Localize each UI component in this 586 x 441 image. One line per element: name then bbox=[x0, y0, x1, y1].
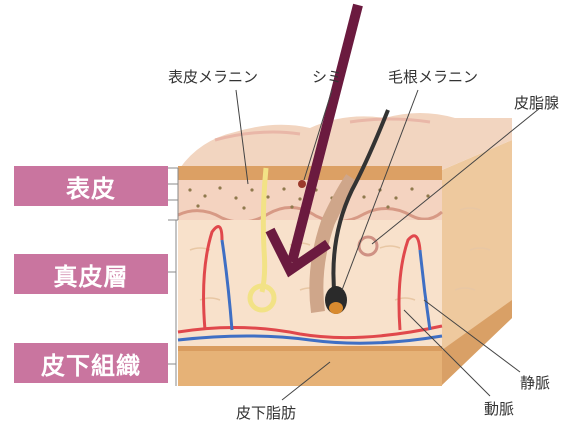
side-fat-face bbox=[442, 300, 512, 385]
leader-lines bbox=[235, 89, 541, 401]
skin-surface-top bbox=[180, 113, 512, 172]
hair-follicle-sheath bbox=[309, 174, 358, 313]
label-subcutaneous-fat: 皮下脂肪 bbox=[236, 404, 297, 422]
layer-tag-subcutaneous: 皮下組織 bbox=[14, 343, 168, 383]
leader-sebaceous-gland bbox=[371, 107, 541, 245]
layer-tag-epidermis-label: 表皮 bbox=[66, 174, 116, 203]
layer-brackets bbox=[168, 167, 179, 386]
label-spot: シミ bbox=[312, 68, 343, 86]
uv-arrow-shaft bbox=[287, 3, 363, 264]
leader-vein bbox=[423, 299, 521, 373]
hair-papilla bbox=[329, 302, 343, 314]
fat-layer bbox=[178, 348, 442, 386]
uv-arrow-head bbox=[265, 227, 331, 278]
skin-top-highlight bbox=[214, 117, 431, 142]
layer-tag-epidermis: 表皮 bbox=[14, 166, 168, 206]
label-artery: 動脈 bbox=[484, 400, 515, 418]
hair-shaft bbox=[331, 109, 390, 301]
layer-tag-dermis: 真皮層 bbox=[14, 254, 168, 294]
leader-subcutaneous-fat bbox=[281, 361, 331, 401]
sweat-gland-coil bbox=[247, 283, 277, 313]
layer-tag-subcutaneous-label: 皮下組織 bbox=[41, 351, 141, 380]
label-vein: 静脈 bbox=[520, 374, 551, 392]
leader-spot bbox=[303, 89, 333, 181]
label-epidermal-melanin: 表皮メラニン bbox=[168, 68, 259, 86]
collagen-fibers bbox=[189, 207, 491, 301]
label-hair-melanin: 毛根メラニン bbox=[388, 68, 479, 86]
leader-epidermal-melanin bbox=[235, 89, 249, 185]
leader-artery bbox=[403, 309, 491, 397]
layer-tag-dermis-label: 真皮層 bbox=[53, 262, 129, 291]
artery-network bbox=[177, 324, 443, 340]
capillary-loop-left bbox=[202, 225, 234, 331]
vein-network bbox=[177, 334, 443, 345]
leader-hair-melanin bbox=[341, 89, 419, 291]
fat-layer-top-edge bbox=[178, 346, 442, 351]
spot-melanin bbox=[298, 180, 306, 188]
epidermis-basal-wave bbox=[177, 206, 443, 224]
label-sebaceous-gland: 皮脂腺 bbox=[514, 94, 560, 112]
capillary-loop-right bbox=[397, 234, 432, 331]
sweat-duct bbox=[259, 167, 269, 293]
